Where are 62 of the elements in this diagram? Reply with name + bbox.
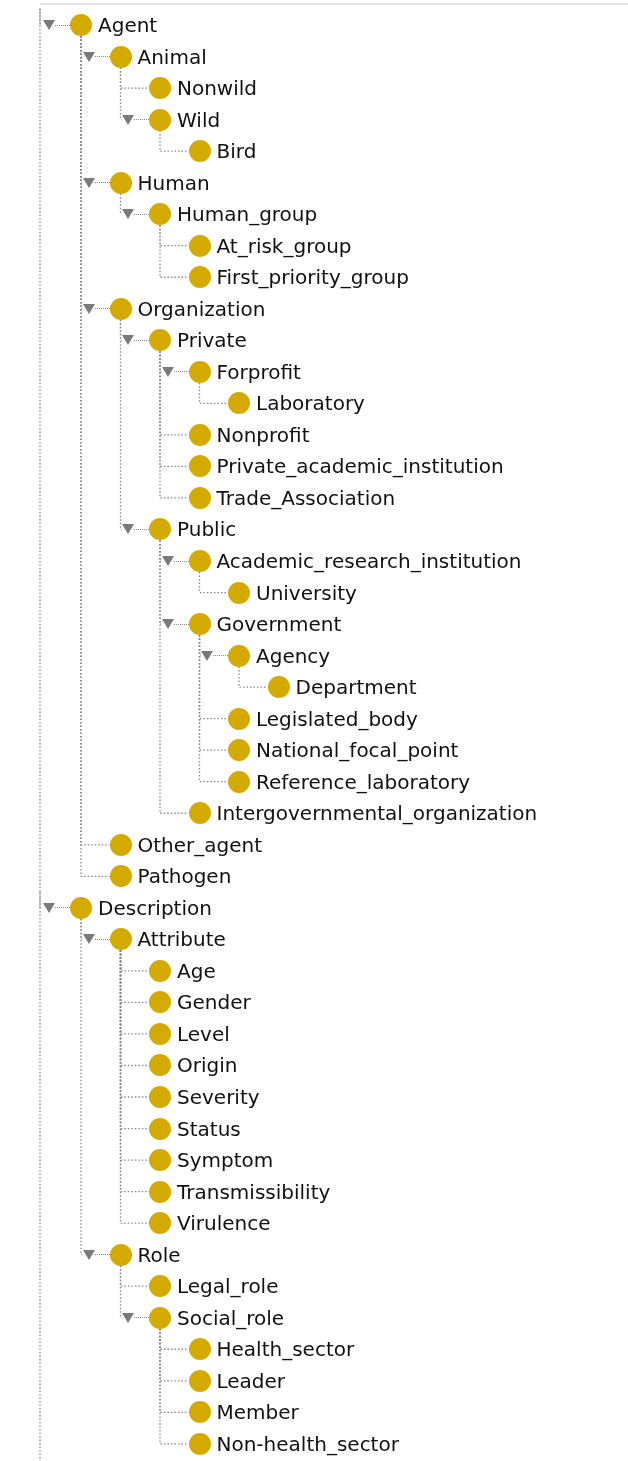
tree-connector (238, 665, 269, 688)
class-label: Leader (216, 1368, 286, 1393)
class-label: Description (98, 895, 212, 920)
class-label: Other_agent (137, 832, 263, 857)
class-label: Organization (137, 296, 266, 321)
tree-connector (198, 634, 229, 783)
tree-connector (39, 8, 42, 26)
class-label: First_priority_group (216, 265, 409, 290)
class-label: Health_sector (216, 1337, 355, 1362)
tree-connector (198, 382, 229, 404)
tree-connector (198, 571, 229, 594)
class-label: Transmissibility (177, 1179, 331, 1204)
tree-connector (119, 193, 123, 215)
tree-connector (159, 539, 190, 814)
tree-connector (159, 1328, 190, 1445)
class-label: Government (216, 612, 342, 637)
class-label: Role (137, 1242, 181, 1267)
class-label: Attribute (137, 927, 226, 952)
class-label: Pathogen (137, 864, 232, 889)
class-label: Department (295, 675, 417, 700)
class-label: Age (177, 958, 216, 983)
tree-connector (119, 319, 123, 531)
tree-connector (159, 224, 190, 278)
tree-connector (80, 918, 83, 1256)
class-label: Severity (177, 1085, 260, 1109)
class-label: National_focal_point (256, 738, 459, 763)
class-label: Legislated_body (256, 706, 418, 731)
class-label: Agent (98, 13, 158, 37)
class-label: Wild (177, 107, 221, 132)
class-label: Laboratory (256, 391, 365, 416)
class-label: Origin (177, 1053, 238, 1078)
class-label: Human_group (177, 202, 318, 227)
tree-connector (119, 66, 123, 121)
class-label: Trade_Association (216, 485, 396, 510)
class-label: Symptom (177, 1148, 274, 1173)
tree-connector (39, 891, 42, 909)
class-label: Non-health_sector (216, 1431, 399, 1456)
class-label: Academic_research_institution (216, 549, 522, 573)
class-label: Status (177, 1116, 241, 1141)
class-label: Reference_laboratory (256, 769, 471, 794)
class-label: Level (177, 1021, 230, 1046)
class-label: Intergovernmental_organization (216, 801, 538, 826)
class-label: Virulence (177, 1211, 271, 1236)
class-label: Social_role (177, 1305, 285, 1330)
tree-connector (159, 350, 190, 499)
class-label: Private (177, 328, 247, 353)
class-label: Bird (216, 139, 257, 164)
class-label: Gender (177, 990, 251, 1015)
class-label: Public (177, 517, 237, 542)
class-label: Nonprofit (216, 422, 310, 447)
class-label: Member (216, 1400, 299, 1425)
class-label: At_risk_group (216, 233, 352, 258)
class-label: Agency (256, 643, 331, 668)
class-label: University (256, 580, 357, 605)
tree-connector (159, 129, 190, 152)
class-label: Nonwild (177, 76, 258, 101)
class-label: Private_academic_institution (216, 454, 504, 479)
tree-connector (119, 1265, 123, 1319)
class-label: Legal_role (177, 1274, 279, 1299)
class-label: Animal (137, 44, 207, 69)
class-label: Human (137, 170, 210, 195)
class-label: Forprofit (216, 359, 301, 384)
